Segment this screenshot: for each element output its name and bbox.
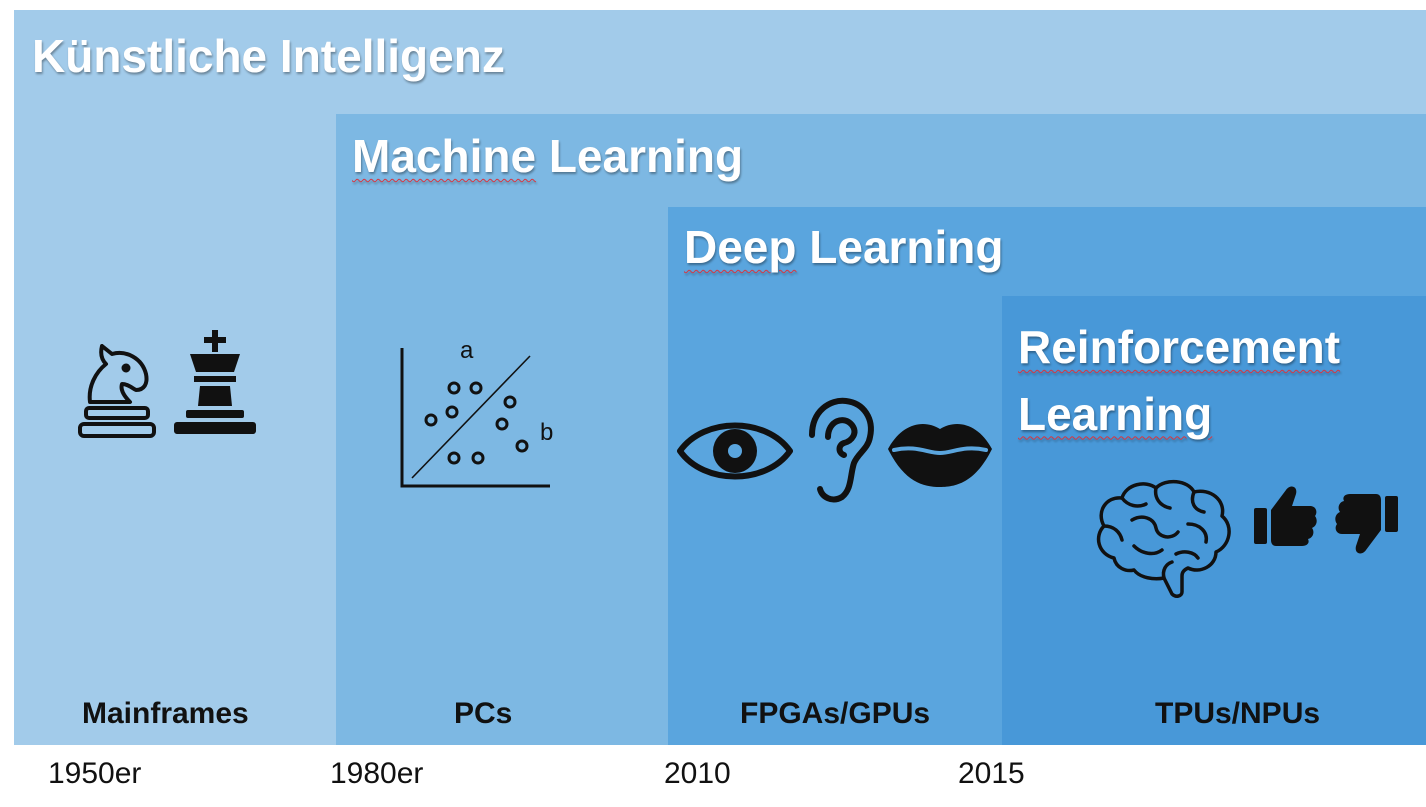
ear-icon xyxy=(809,397,874,503)
hardware-label-tpu-npu: TPUs/NPUs xyxy=(1155,697,1321,730)
ml-title-word1: Machine xyxy=(352,130,537,182)
chess-king-icon xyxy=(174,330,256,434)
rl-title-line1: Reinforcement xyxy=(1018,321,1341,373)
thumbs-up-icon xyxy=(1254,486,1317,546)
eye-icon xyxy=(677,422,793,480)
thumbs-down-icon xyxy=(1335,494,1398,554)
timeline-year-2015: 2015 xyxy=(958,757,1025,790)
timeline-year-1950: 1950er xyxy=(48,757,142,790)
ml-title: Machine Learning xyxy=(352,132,743,180)
hardware-label-mainframes: Mainframes xyxy=(82,697,249,730)
scatter-label-b: b xyxy=(540,419,553,446)
hardware-label-fpga-gpu: FPGAs/GPUs xyxy=(740,697,931,730)
scatter-label-a: a xyxy=(460,337,474,364)
ki-title: Künstliche Intelligenz xyxy=(32,30,505,82)
dl-title: Deep Learning xyxy=(684,223,1004,271)
chess-knight-icon xyxy=(78,344,156,438)
brain-icon xyxy=(1096,479,1231,598)
dl-title-word1: Deep xyxy=(684,221,797,273)
timeline-year-2010: 2010 xyxy=(664,757,731,790)
scatter-plot-icon: a b xyxy=(400,337,553,488)
ml-title-word2: Learning xyxy=(536,130,744,182)
dl-title-word2: Learning xyxy=(796,221,1004,273)
lips-icon xyxy=(888,423,992,487)
hardware-label-pcs: PCs xyxy=(454,697,513,730)
rl-title-line2: Learning xyxy=(1018,387,1213,440)
timeline-year-1980: 1980er xyxy=(330,757,424,790)
